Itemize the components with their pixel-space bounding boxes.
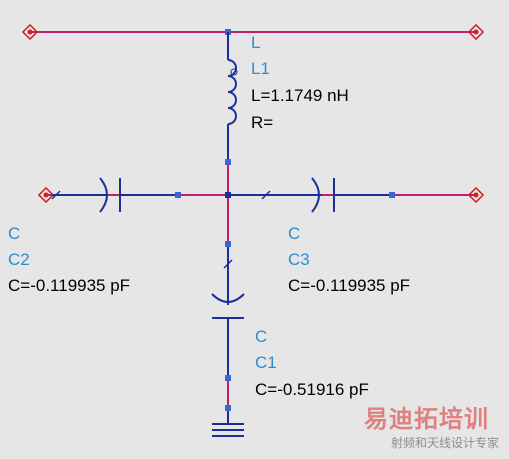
capacitor-icon[interactable] — [311, 177, 320, 213]
c1-pin-node-bottom[interactable] — [225, 375, 231, 381]
junction-node[interactable] — [225, 192, 231, 198]
c2-type-label: C — [8, 224, 21, 243]
inductor-icon[interactable] — [227, 59, 237, 125]
c1-value-label: C=-0.51916 pF — [255, 380, 369, 399]
l1-type-label: L — [251, 33, 261, 52]
inductor-dot — [230, 68, 238, 76]
c1-type-label: C — [255, 327, 268, 346]
capacitor-icon[interactable] — [211, 293, 245, 303]
c2-name-label: C2 — [8, 250, 30, 269]
l1-r-label: R= — [251, 113, 274, 132]
c1-pin-node-top[interactable] — [225, 241, 231, 247]
c2-value-label: C=-0.119935 pF — [8, 276, 131, 295]
c3-polarity-mark — [261, 190, 271, 200]
watermark-sub: 射频和天线设计专家 — [390, 436, 499, 450]
port-terminal-icon[interactable] — [21, 23, 39, 41]
c3-type-label: C — [288, 224, 301, 243]
capacitor-icon[interactable] — [99, 177, 108, 213]
l1-pin-node[interactable] — [225, 159, 231, 165]
c2-polarity-mark — [51, 190, 61, 200]
port-terminal-icon[interactable] — [37, 186, 55, 204]
port-terminal-icon[interactable] — [467, 186, 485, 204]
c1-name-label: C1 — [255, 353, 277, 372]
c1-polarity-mark — [223, 259, 233, 269]
ground-icon[interactable] — [212, 411, 244, 437]
c3-pin-node[interactable] — [389, 192, 395, 198]
c3-name-label: C3 — [288, 250, 310, 269]
ground-pin-node[interactable] — [225, 405, 231, 411]
watermark: 易迪拓培训 射频和天线设计专家 — [339, 399, 499, 451]
l1-name-label: L1 — [251, 59, 270, 78]
l1-value-label: L=1.1749 nH — [251, 86, 349, 105]
watermark-main: 易迪拓培训 — [364, 405, 489, 433]
c2-pin-node[interactable] — [175, 192, 181, 198]
port-terminal-icon[interactable] — [467, 23, 485, 41]
c3-value-label: C=-0.119935 pF — [288, 276, 411, 295]
